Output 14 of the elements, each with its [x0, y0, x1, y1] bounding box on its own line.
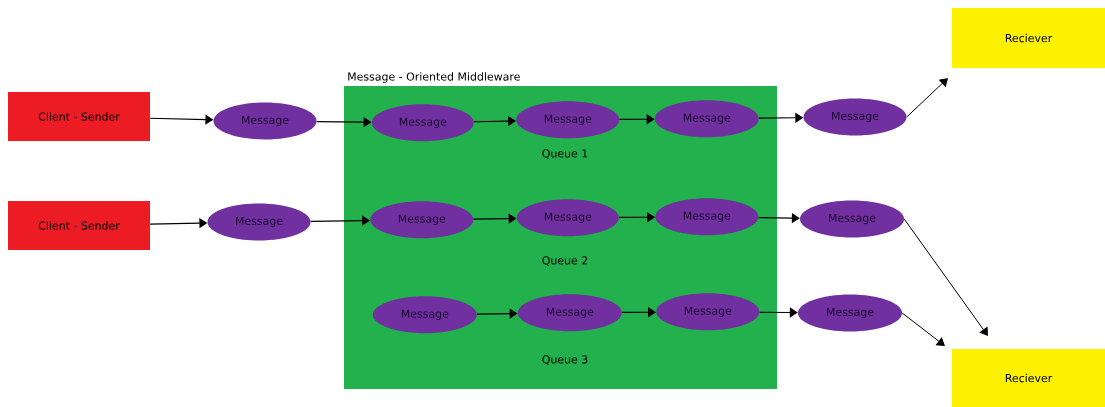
sender-box: Client - Sender: [8, 201, 150, 250]
arrow: [472, 213, 517, 224]
arrow: [758, 307, 798, 318]
arrow: [903, 218, 988, 336]
receiver-box: Reciever: [952, 8, 1105, 68]
arrow: [901, 312, 945, 346]
sender-box: Client - Sender: [8, 92, 150, 141]
queue-label: Queue 3: [542, 355, 588, 365]
arrow: [906, 78, 948, 118]
node-label: Message - Oriented Middleware: [348, 72, 520, 83]
queue-label: Queue 1: [542, 149, 588, 159]
queue-label: Queue 2: [542, 256, 588, 266]
arrow: [476, 308, 518, 319]
receiver-box: Reciever: [952, 349, 1105, 407]
